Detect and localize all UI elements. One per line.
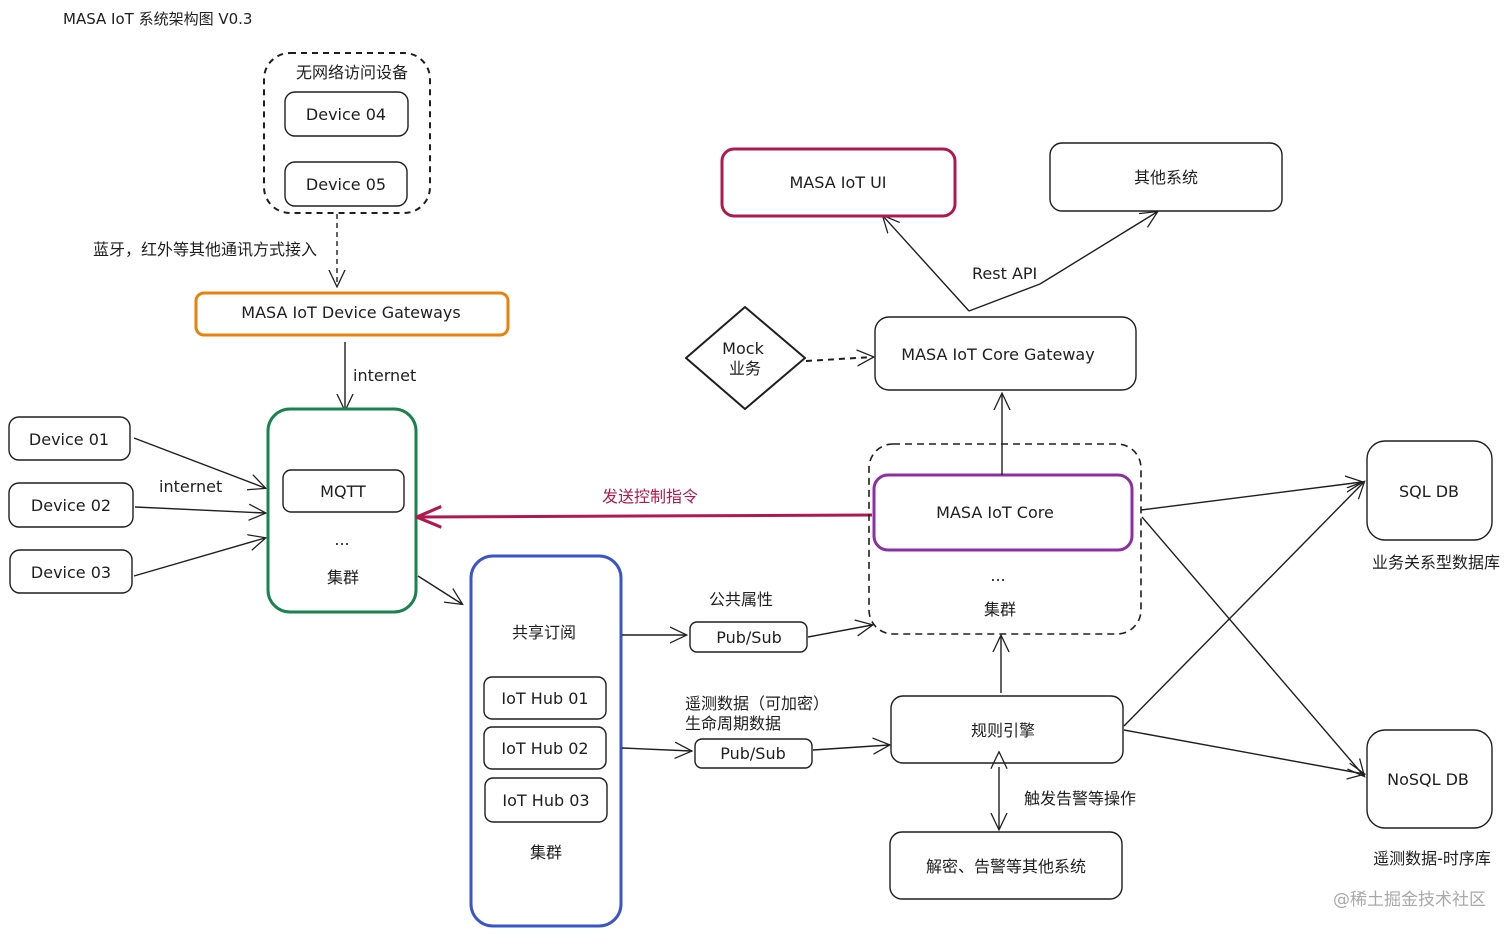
device-gateway-box[interactable]: [194, 291, 510, 337]
hub-to-pubsub2-arrow: [621, 748, 691, 751]
internet-left-label: internet: [159, 477, 222, 496]
rules-to-nosql-arrow: [1123, 729, 1364, 774]
iot-hub-03-label: IoT Hub 03: [502, 791, 589, 810]
no-network-group: [263, 52, 431, 214]
iot-core-box[interactable]: [872, 473, 1134, 552]
pubsub1-to-core-arrow: [807, 625, 872, 638]
pubsub-2-box[interactable]: [694, 738, 813, 769]
mock-to-gateway-arrow: [805, 357, 873, 361]
core-ellipsis: ...: [990, 566, 1005, 585]
iot-ui-label: MASA IoT UI: [789, 173, 886, 192]
bt-label: 蓝牙，红外等其他通讯方式接入: [93, 240, 317, 259]
watermark: @稀土掘金技术社区: [1333, 890, 1486, 910]
shared-subscription-label: 共享订阅: [512, 623, 576, 642]
telemetry-label-1: 遥测数据（可加密）: [685, 694, 829, 713]
mock-diamond[interactable]: [685, 306, 806, 410]
mock-label-2: 业务: [729, 359, 761, 378]
mqtt-to-hub-arrow: [417, 575, 462, 604]
device-01-label: Device 01: [29, 430, 109, 449]
device-02-arrow: [134, 507, 265, 513]
hub-cluster-label: 集群: [530, 843, 562, 862]
no-network-group-label: 无网络访问设备: [296, 63, 408, 82]
telemetry-label-2: 生命周期数据: [685, 714, 781, 733]
mqtt-cluster-label: 集群: [327, 568, 359, 587]
rest-api-connector: [968, 283, 1041, 312]
core-cluster-group: [868, 443, 1142, 635]
public-attr-label: 公共属性: [709, 590, 773, 609]
pubsub-1-label: Pub/Sub: [716, 628, 782, 647]
other-systems-box[interactable]: [1049, 142, 1283, 212]
mqtt-box[interactable]: [282, 469, 405, 513]
pubsub-2-label: Pub/Sub: [720, 744, 786, 763]
sql-db-caption: 业务关系型数据库: [1372, 553, 1500, 572]
core-gateway-label: MASA IoT Core Gateway: [901, 345, 1094, 364]
device-05-label: Device 05: [306, 175, 386, 194]
device-03-label: Device 03: [31, 563, 111, 582]
iot-ui-box[interactable]: [720, 147, 957, 218]
diagram-title: MASA IoT 系统架构图 V0.3: [63, 10, 252, 28]
internet-top-label: internet: [353, 366, 416, 385]
device-gateway-label: MASA IoT Device Gateways: [241, 303, 460, 322]
control-command-arrow: [418, 515, 873, 517]
nosql-db-caption: 遥测数据-时序库: [1373, 849, 1491, 868]
device-04-label: Device 04: [306, 105, 386, 124]
device-01-arrow: [133, 437, 265, 488]
iot-hub-01-label: IoT Hub 01: [501, 689, 588, 708]
rest-to-other-arrow: [1039, 212, 1157, 285]
mock-label-1: Mock: [722, 339, 764, 358]
rules-to-sql-arrow: [1123, 482, 1364, 727]
core-to-sql-arrow: [1140, 482, 1362, 511]
device-02-box[interactable]: [8, 482, 134, 528]
device-03-box[interactable]: [9, 549, 133, 594]
nosql-db-label: NoSQL DB: [1387, 770, 1469, 789]
iot-hub-02-label: IoT Hub 02: [501, 739, 588, 758]
iot-hub-03-box[interactable]: [484, 777, 608, 823]
iot-hub-02-box[interactable]: [483, 726, 607, 770]
mqtt-label: MQTT: [320, 482, 366, 501]
pubsub2-to-rules-arrow: [812, 745, 889, 750]
control-command-label: 发送控制指令: [602, 487, 698, 506]
trigger-label: 触发告警等操作: [1024, 789, 1136, 808]
other-systems-label: 其他系统: [1134, 168, 1198, 187]
decrypt-alarm-box[interactable]: [889, 831, 1123, 900]
device-02-label: Device 02: [31, 496, 111, 515]
device-05-box[interactable]: [284, 161, 408, 207]
iot-core-label: MASA IoT Core: [936, 503, 1054, 522]
rest-api-label: Rest API: [972, 264, 1037, 283]
mqtt-ellipsis: ...: [334, 530, 349, 549]
sql-db-box[interactable]: [1366, 440, 1493, 541]
pubsub-1-box[interactable]: [689, 621, 808, 653]
device-04-box[interactable]: [284, 91, 409, 137]
rule-engine-label: 规则引擎: [971, 721, 1035, 740]
decrypt-alarm-label: 解密、告警等其他系统: [926, 857, 1086, 876]
device-03-arrow: [133, 538, 265, 577]
rest-to-ui-arrow: [883, 216, 970, 312]
iot-hub-01-box[interactable]: [483, 676, 607, 720]
core-to-nosql-arrow: [1141, 516, 1364, 776]
sql-db-label: SQL DB: [1399, 482, 1459, 501]
device-01-box[interactable]: [8, 416, 131, 461]
core-cluster-label: 集群: [984, 600, 1016, 619]
nosql-db-box[interactable]: [1366, 729, 1493, 829]
